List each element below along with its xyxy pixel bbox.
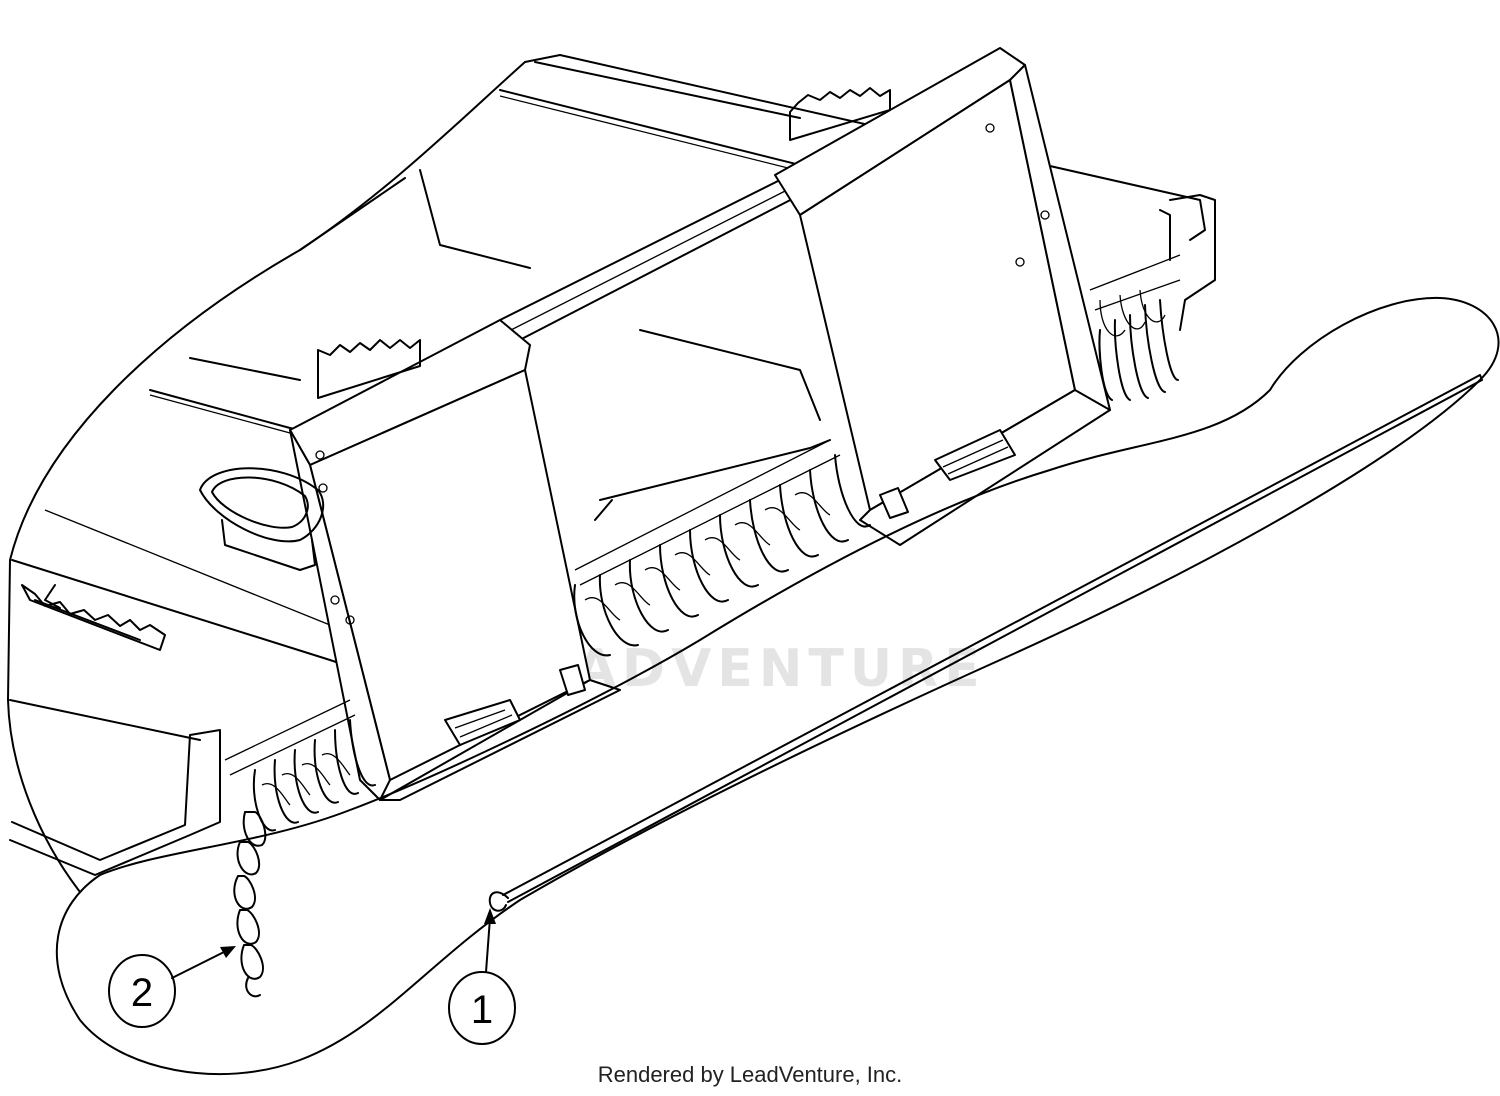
callout-1: 1: [448, 908, 516, 1045]
detail-boundary: [55, 296, 1500, 1076]
callout-2-leader: [171, 949, 229, 979]
retaining-rod: [488, 374, 1483, 912]
notched-brackets: [21, 87, 891, 651]
callout-2-label: 2: [131, 971, 153, 1015]
callout-1-bubble: [448, 971, 516, 1045]
callout-1-label: 1: [471, 988, 493, 1032]
hitch-plate-right: [774, 47, 1111, 546]
render-credit: Rendered by LeadVenture, Inc.: [597, 1062, 903, 1087]
chain-row-right: [1089, 254, 1181, 401]
callout-1-leader: [485, 917, 491, 973]
callout-2-arrow: [220, 946, 236, 958]
callout-2: 2: [108, 946, 236, 1028]
chain-row-center: [573, 439, 871, 657]
tow-ring: [199, 467, 325, 571]
callout-2-bubble: [108, 954, 176, 1028]
cross-bar: [499, 174, 801, 346]
callout-1-arrow: [484, 908, 496, 924]
hanging-chain: [233, 811, 267, 998]
hitch-plate-left: [289, 319, 621, 801]
